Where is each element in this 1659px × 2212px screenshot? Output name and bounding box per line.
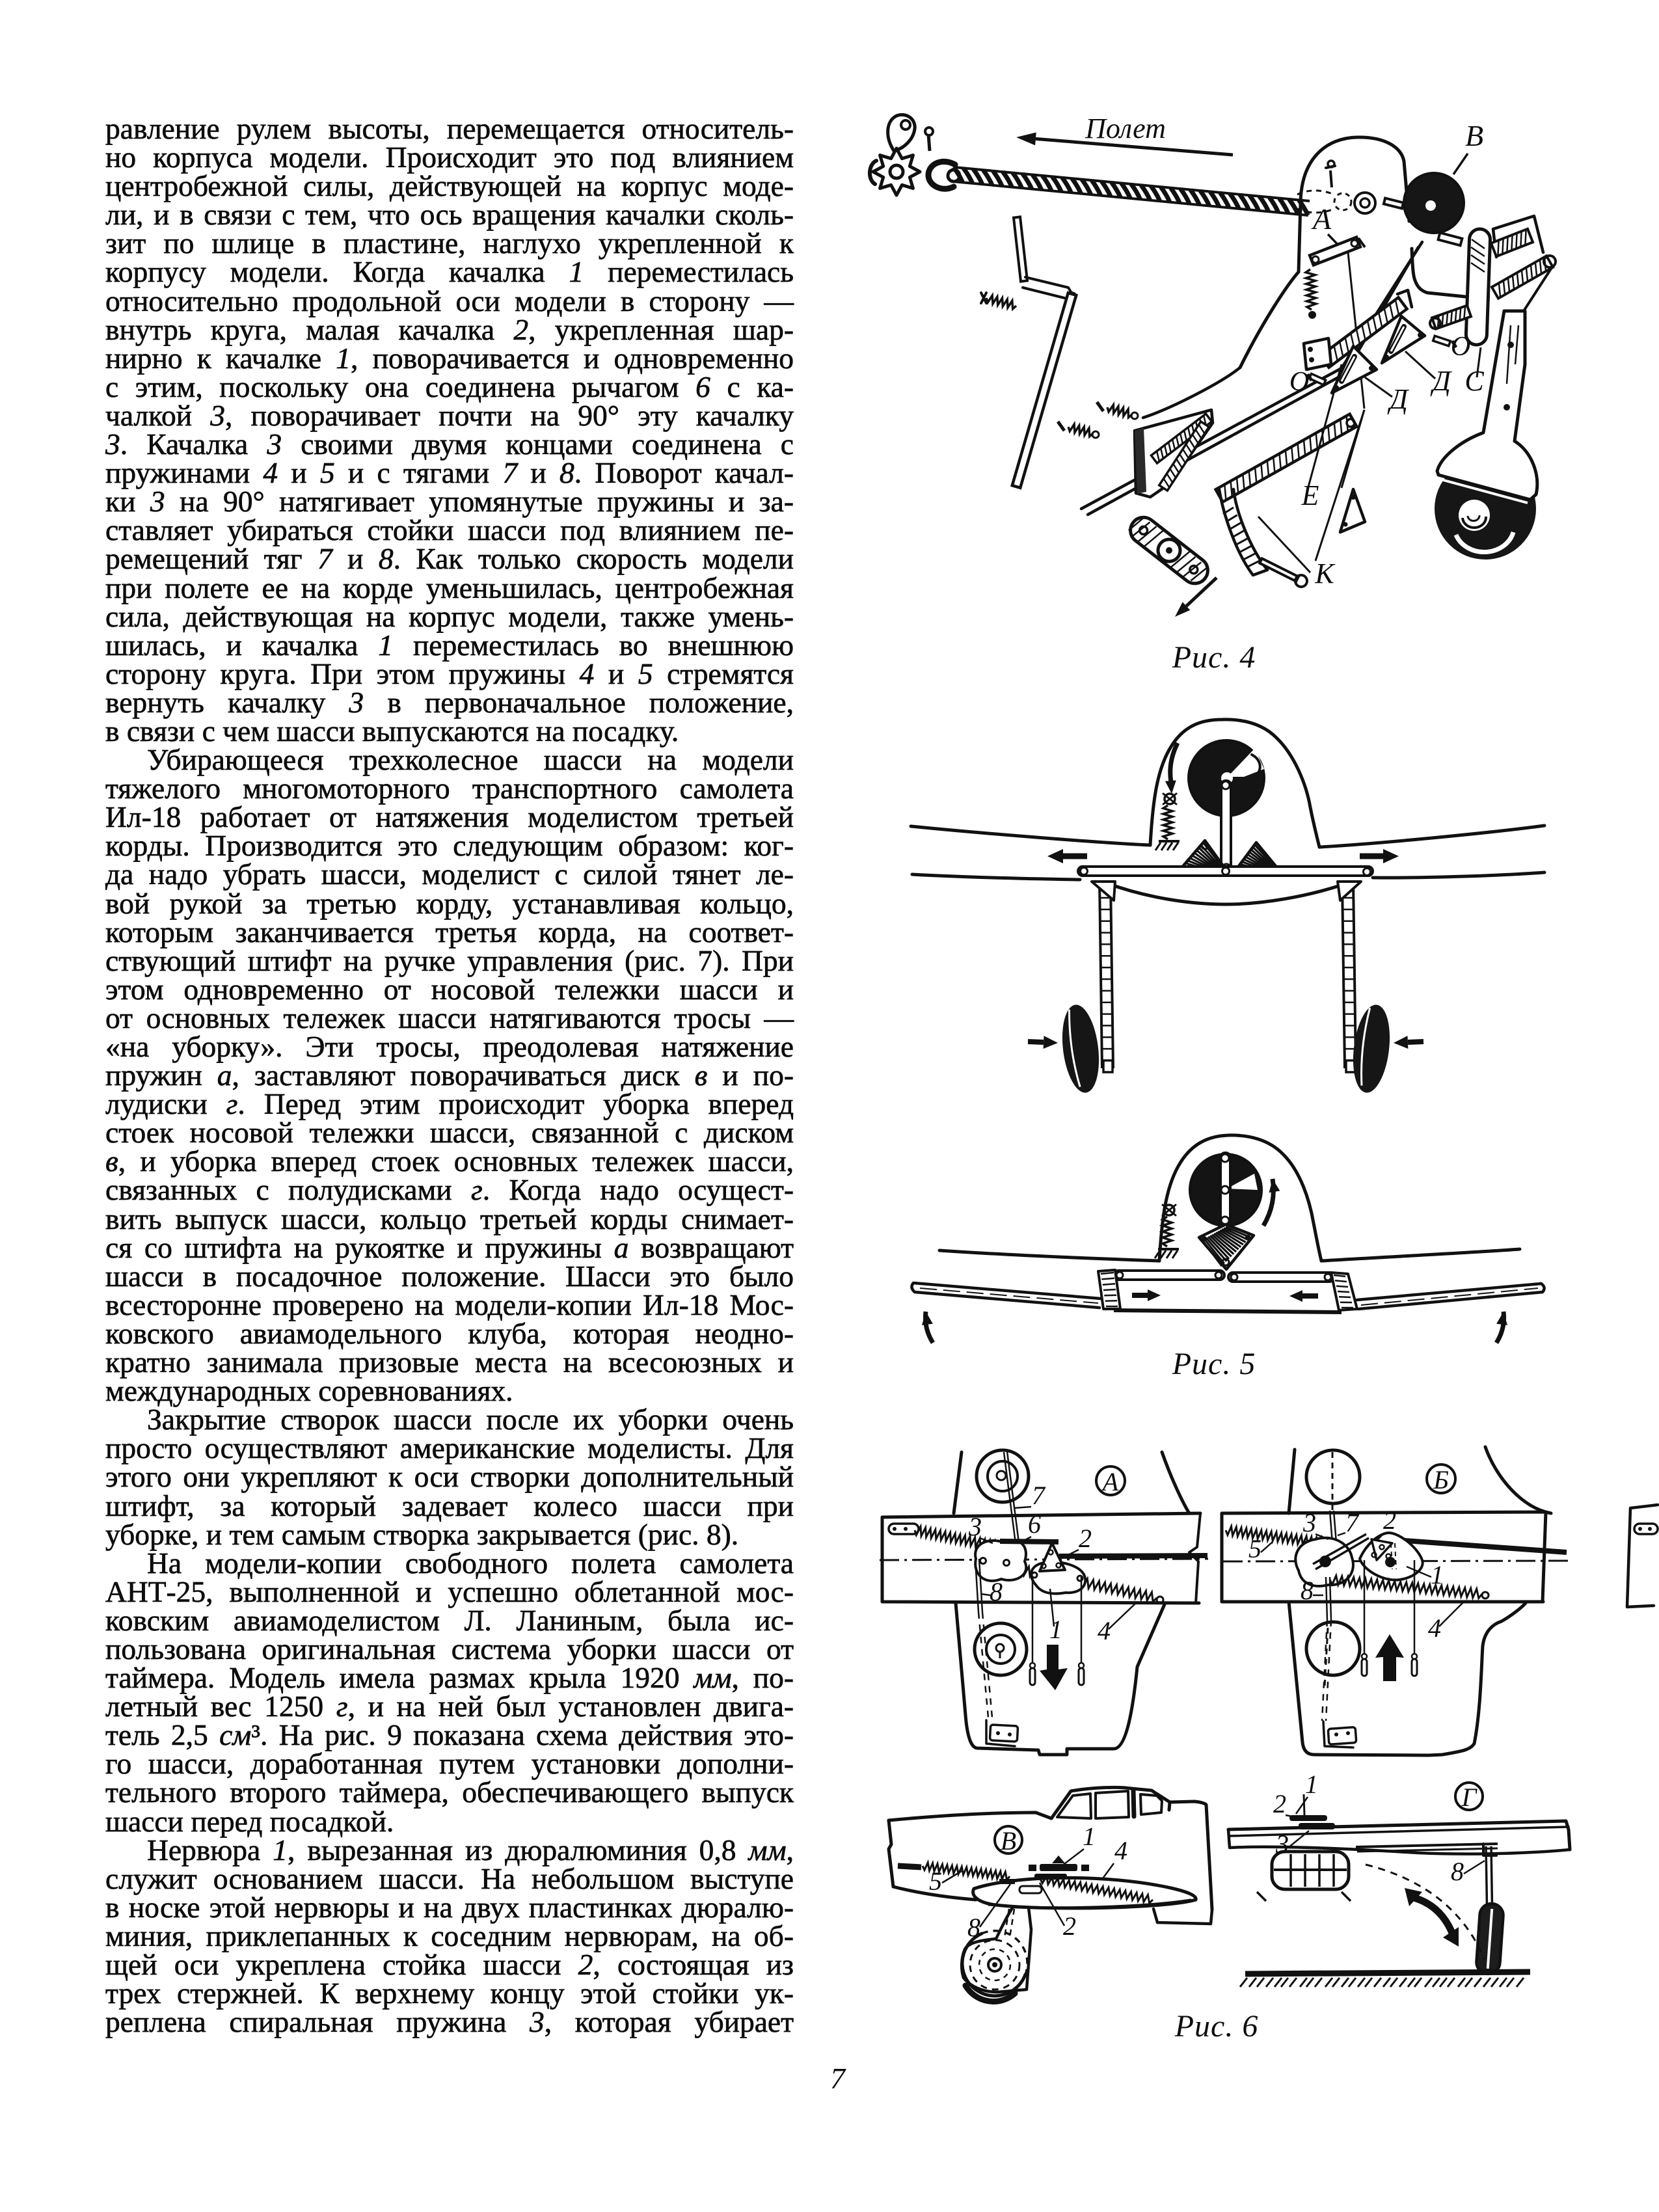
svg-text:А: А [1311,202,1332,236]
svg-text:3: 3 [1275,1829,1289,1859]
svg-text:Е: Е [1301,479,1319,511]
svg-text:6: 6 [1028,1509,1041,1539]
svg-text:Рис. 5: Рис. 5 [1172,1347,1256,1381]
svg-text:В: В [1001,1826,1016,1855]
svg-text:4: 4 [1114,1836,1127,1865]
svg-text:Рис. 6: Рис. 6 [1174,2009,1259,2043]
svg-text:Б: Б [1433,1465,1449,1494]
svg-text:С: С [1464,365,1484,397]
svg-text:Д: Д [1387,383,1409,415]
svg-text:Полет: Полет [1085,113,1166,144]
svg-text:1: 1 [1431,1560,1444,1589]
svg-text:5: 5 [1248,1534,1261,1563]
svg-text:1: 1 [1049,1615,1062,1644]
svg-text:5: 5 [929,1867,942,1896]
svg-text:1: 1 [1305,1770,1318,1799]
svg-text:2: 2 [1079,1524,1092,1553]
svg-text:2: 2 [1383,1505,1396,1535]
svg-text:2: 2 [1063,1911,1076,1941]
svg-text:4: 4 [1428,1613,1441,1643]
svg-text:Г: Г [1461,1783,1478,1812]
svg-text:Рис. 4: Рис. 4 [1172,640,1256,675]
svg-text:К: К [1314,558,1336,589]
svg-text:8: 8 [1451,1857,1464,1886]
svg-text:8: 8 [990,1577,1003,1606]
svg-text:8: 8 [1301,1576,1314,1605]
svg-text:4: 4 [1098,1616,1111,1645]
svg-text:О: О [1289,367,1309,397]
svg-text:3: 3 [968,1512,982,1541]
svg-text:1: 1 [1083,1822,1096,1851]
svg-text:Д: Д [1430,365,1452,397]
svg-text:В: В [1465,119,1483,152]
svg-text:7: 7 [1345,1508,1360,1537]
svg-text:3: 3 [1302,1508,1316,1537]
svg-text:2: 2 [1273,1789,1286,1818]
svg-text:А: А [1101,1467,1119,1496]
svg-text:7: 7 [1032,1481,1046,1510]
